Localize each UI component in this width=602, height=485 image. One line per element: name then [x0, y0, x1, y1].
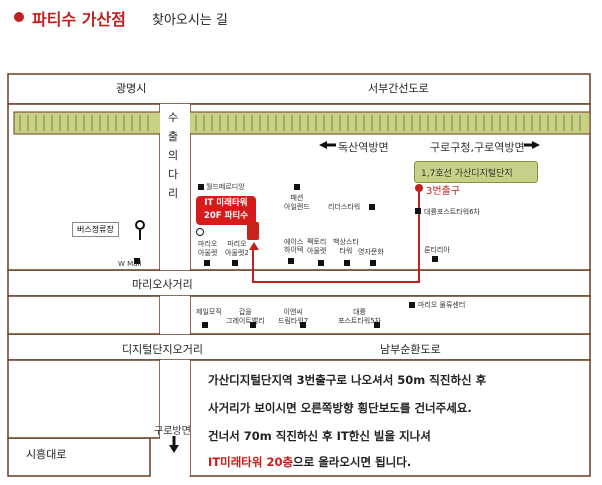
bus-stop-badge: 버스정류장: [72, 222, 119, 237]
place-jeil: 제일모직: [196, 308, 222, 316]
label-suchul: 수 출 의 다 리: [166, 108, 180, 203]
place-baeksang-1: 백상스타: [333, 238, 359, 246]
marker-mario1: [204, 260, 210, 266]
place-gabeul-2: 그레이트밸리: [226, 317, 265, 325]
label-mario-street: 마리오사거리: [132, 278, 193, 291]
place-mario1: 마리오 아울렛: [198, 240, 217, 258]
place-factory-1: 팩토리: [307, 238, 327, 246]
label-suchul-4: 다: [167, 168, 179, 181]
place-ruiria: 룬티리아: [424, 246, 450, 254]
place-daeryung5: 대륭 포스트타워5차: [338, 308, 381, 326]
label-suchul-1: 수: [167, 111, 179, 124]
exit3-dot: [415, 184, 423, 192]
place-factory-2: 아울렛: [307, 247, 327, 255]
marker-ace: [288, 258, 294, 264]
label-doksan: 독산역방면: [338, 141, 389, 154]
target-pin-icon: [249, 242, 259, 250]
place-ace-1: 에이스: [284, 238, 303, 246]
marker-fashion: [294, 184, 300, 190]
label-suchul-5: 리: [167, 187, 179, 200]
place-youngja: 영자문화: [358, 248, 384, 256]
label-digital-street: 디지털단지오거리: [122, 343, 203, 356]
page-title: 파티수 가산점: [32, 10, 126, 29]
marker-mario-logis: [409, 302, 415, 308]
desc-line2: 사거리가 보이시면 오른쪽방향 횡단보도를 건너주세요.: [208, 401, 472, 415]
marker-baeksang: [344, 260, 350, 266]
place-wmall: W Mall: [118, 260, 142, 268]
bus-stop-icon: [135, 220, 145, 230]
place-mario2-2: 아울렛2: [225, 249, 249, 257]
place-ace-2: 하이텍: [284, 246, 303, 254]
desc-line1: 가산디지털단지역 3번출구로 나오셔서 50m 직진하신 후: [208, 373, 487, 387]
label-guro-dir: 구로방면: [154, 426, 191, 437]
target-line1: IT 미래타워: [204, 198, 248, 208]
marker-youngja: [370, 260, 376, 266]
place-mario1-1: 마리오: [198, 240, 218, 248]
subway-badge: 1,7호선 가산디지털단지: [414, 161, 538, 183]
subway-badge-label: 1,7호선 가산디지털단지: [421, 169, 513, 179]
place-fashion-2: 아일랜드: [284, 203, 310, 211]
marker-worldmerdian: [198, 184, 204, 190]
place-daeryung6: 대륭포스트타워6차: [424, 208, 480, 216]
marker-daeryung5: [374, 322, 380, 328]
place-mario-logis: 마리오 물류센터: [418, 301, 466, 309]
target-building-icon: [247, 222, 259, 240]
place-ias: 이앤씨 드림타워7: [278, 308, 308, 326]
place-fashion: 패션 아일랜드: [284, 194, 310, 212]
marker-leaders: [369, 204, 375, 210]
place-baeksang-2: 타워: [339, 247, 353, 255]
place-mario1-2: 아울렛: [198, 249, 218, 257]
marker-jeil: [202, 322, 208, 328]
desc-highlight: IT미래타워 20층: [208, 455, 294, 469]
place-mario2-1: 마리오: [227, 240, 247, 248]
label-siheung: 시흥대로: [26, 448, 67, 461]
place-gabeul-1: 갑을: [238, 308, 252, 316]
place-gabeul: 갑을 그레이트밸리: [226, 308, 265, 326]
place-worldmerdian: 월드메르디앙: [206, 183, 245, 191]
bus-stop-pole: [139, 230, 141, 240]
label-suchul-2: 출: [167, 130, 179, 143]
place-mario2: 마리오 아울렛2: [225, 240, 249, 258]
place-ias-2: 드림타워7: [278, 317, 309, 325]
title-bullet: [14, 12, 24, 22]
place-leaders: 리더스타워: [328, 203, 361, 211]
marker-wmall: [134, 258, 140, 264]
place-daeryung5-1: 대륭: [353, 308, 366, 316]
marker-gabeul: [250, 322, 256, 328]
marker-ias: [300, 322, 306, 328]
label-suchul-3: 의: [167, 149, 179, 162]
marker-mario1-circle: [196, 228, 204, 236]
label-gwangmyeong: 광명시: [116, 82, 147, 95]
marker-mario2: [232, 260, 238, 266]
place-ace: 에이스 하이텍: [284, 238, 303, 254]
place-fashion-1: 패션: [290, 194, 304, 202]
place-ias-1: 이앤씨: [283, 308, 303, 316]
marker-daeryung6: [415, 208, 421, 214]
place-daeryung5-2: 포스트타워5차: [338, 317, 382, 325]
label-guro: 구로구청,구로역방면: [430, 141, 525, 154]
marker-ruiria: [432, 256, 438, 262]
desc-line4-rest: 으로 올라오시면 됩니다.: [293, 455, 412, 469]
exit3-label: 3번출구: [426, 186, 460, 197]
marker-factory: [318, 260, 324, 266]
label-seobu: 서부간선도로: [368, 82, 429, 95]
place-factory: 팩토리 아울렛: [307, 238, 326, 256]
label-nambu: 남부순환도로: [380, 343, 441, 356]
desc-line3: 건너서 70m 직진하신 후 IT한신 빌을 지나셔: [208, 429, 431, 443]
place-baeksang: 백상스타 타워: [333, 238, 359, 256]
target-line2: 20F 파티수: [203, 211, 249, 221]
target-bubble: IT 미래타워 20F 파티수: [196, 196, 256, 225]
desc-line4: IT미래타워 20층으로 올라오시면 됩니다.: [208, 454, 411, 470]
page-subtitle: 찾아오시는 길: [152, 13, 228, 28]
